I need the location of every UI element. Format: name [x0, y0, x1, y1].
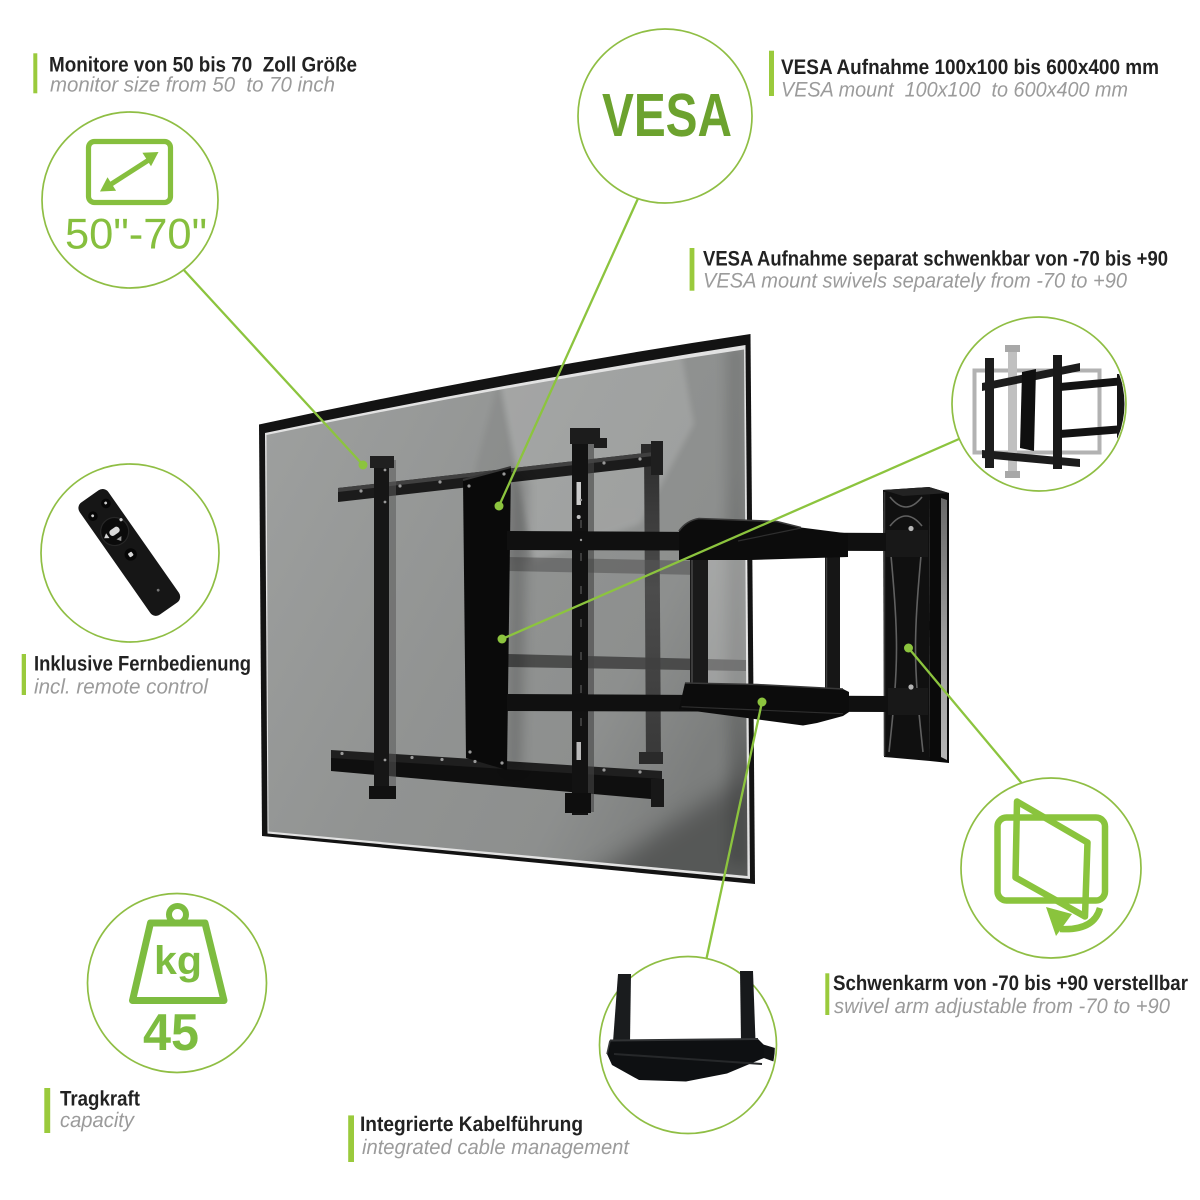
svg-text:Tragkraft: Tragkraft	[60, 1088, 140, 1111]
svg-text:incl. remote control: incl. remote control	[34, 676, 209, 699]
svg-text:swivel arm adjustable from -70: swivel arm adjustable from -70 to +90	[834, 995, 1170, 1018]
svg-text:Inklusive Fernbedienung: Inklusive Fernbedienung	[34, 653, 251, 676]
svg-text:Integrierte Kabelführung: Integrierte Kabelführung	[360, 1113, 583, 1136]
svg-text:VESA Aufnahme 100x100 bis 600x: VESA Aufnahme 100x100 bis 600x400 mm	[781, 56, 1159, 79]
svg-text:Schwenkarm von -70 bis +90 ver: Schwenkarm von -70 bis +90 verstellbar	[833, 972, 1188, 995]
svg-text:monitor size from 50 to 70 in: monitor size from 50 to 70 inch	[50, 74, 335, 97]
svg-text:VESA mount swivels separately: VESA mount swivels separately from -70 t…	[703, 270, 1127, 293]
svg-text:45: 45	[143, 1004, 199, 1062]
svg-text:kg: kg	[154, 939, 202, 983]
svg-text:VESA: VESA	[602, 81, 732, 149]
svg-text:Monitore von 50 bis 70 Zoll G: Monitore von 50 bis 70 Zoll Größe	[49, 54, 357, 77]
svg-text:VESA Aufnahme separat schwenkb: VESA Aufnahme separat schwenkbar von -70…	[703, 248, 1168, 271]
svg-text:VESA mount 100x100 to 600x40: VESA mount 100x100 to 600x400 mm	[781, 79, 1128, 102]
svg-text:integrated cable management: integrated cable management	[362, 1136, 630, 1159]
svg-text:capacity: capacity	[60, 1109, 135, 1132]
svg-text:50"-70": 50"-70"	[65, 211, 207, 259]
